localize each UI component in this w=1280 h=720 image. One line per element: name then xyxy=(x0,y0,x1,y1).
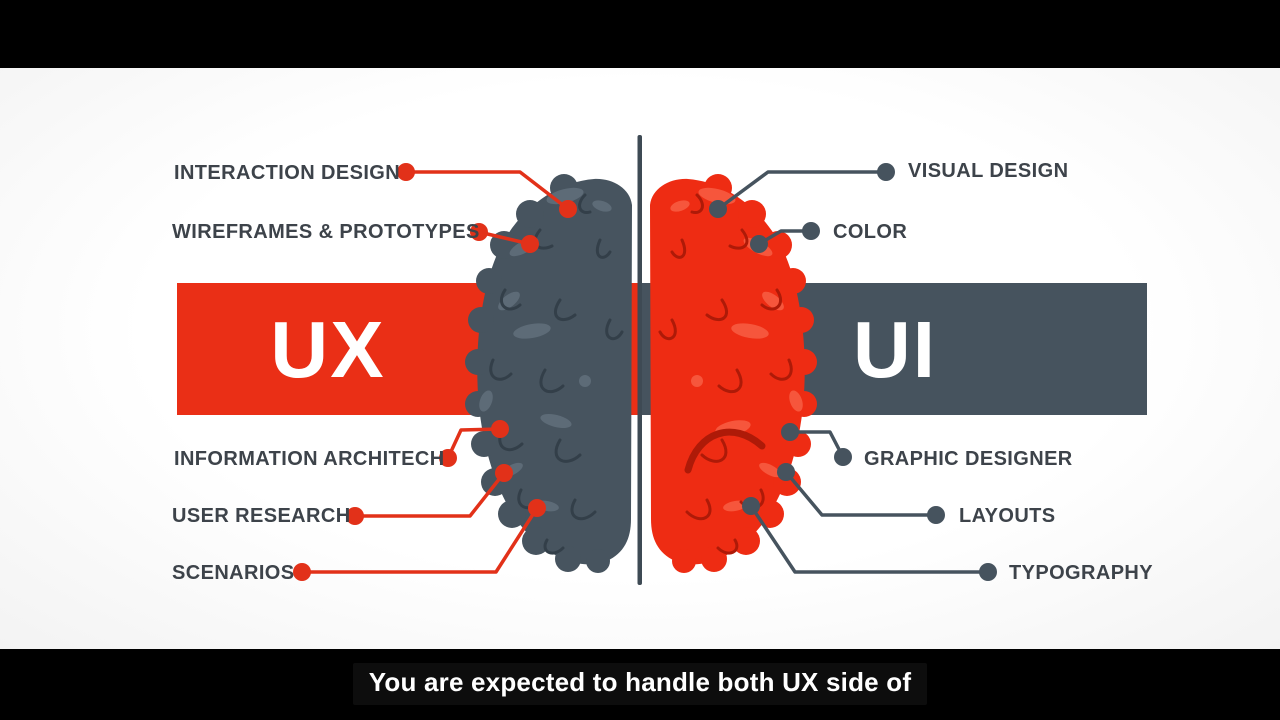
brain-right-hemisphere xyxy=(650,174,817,573)
divider-line xyxy=(637,135,642,585)
connector-user-research xyxy=(353,471,506,518)
connector-dot xyxy=(495,464,513,482)
connector-dot xyxy=(439,449,457,467)
connector-layouts xyxy=(784,470,938,517)
connector-information-architech xyxy=(446,427,502,460)
connector-dot xyxy=(802,222,820,240)
connector-dot xyxy=(491,420,509,438)
connector-dot xyxy=(521,235,539,253)
label-interaction-design: INTERACTION DESIGN xyxy=(174,162,401,184)
connector-scenarios xyxy=(300,506,539,574)
connector-visual-design xyxy=(716,170,888,211)
label-visual-design: VISUAL DESIGN xyxy=(908,160,1069,182)
connector-typography xyxy=(749,504,990,574)
connector-dot xyxy=(397,163,415,181)
connector-dot xyxy=(979,563,997,581)
connector-dot xyxy=(293,563,311,581)
connector-dot xyxy=(750,235,768,253)
connector-dot xyxy=(528,499,546,517)
connector-dot xyxy=(559,200,577,218)
connector-dot xyxy=(927,506,945,524)
label-typography: TYPOGRAPHY xyxy=(1009,562,1154,584)
subtitle-caption: You are expected to handle both UX side … xyxy=(352,663,928,705)
connector-dot xyxy=(777,463,795,481)
label-user-research: USER RESEARCH xyxy=(172,505,351,527)
connector-interaction-design xyxy=(404,170,570,211)
connector-dot xyxy=(470,223,488,241)
top-letterbox xyxy=(0,0,1280,68)
label-layouts: LAYOUTS xyxy=(959,505,1056,527)
subtitle-bar: You are expected to handle both UX side … xyxy=(0,663,1280,705)
connector-graphic-designer xyxy=(788,430,845,459)
connector-dot xyxy=(781,423,799,441)
connector-dot xyxy=(742,497,760,515)
label-information-architech: INFORMATION ARCHITECH xyxy=(174,448,445,470)
label-wireframes-prototypes: WIREFRAMES & PROTOTYPES xyxy=(172,221,480,243)
label-scenarios: SCENARIOS xyxy=(172,562,295,584)
connector-dot xyxy=(877,163,895,181)
label-graphic-designer: GRAPHIC DESIGNER xyxy=(864,448,1073,470)
brain-right-folds xyxy=(658,193,793,555)
ux-connector-dots xyxy=(293,163,577,581)
ux-banner-label: UX xyxy=(270,305,386,394)
ui-banner-label: UI xyxy=(853,305,937,394)
brain-left-hemisphere xyxy=(465,174,632,573)
connector-dot xyxy=(346,507,364,525)
ui-connector-dots xyxy=(709,163,997,581)
connector-dot xyxy=(834,448,852,466)
label-color: COLOR xyxy=(833,221,908,243)
connector-dot xyxy=(709,200,727,218)
